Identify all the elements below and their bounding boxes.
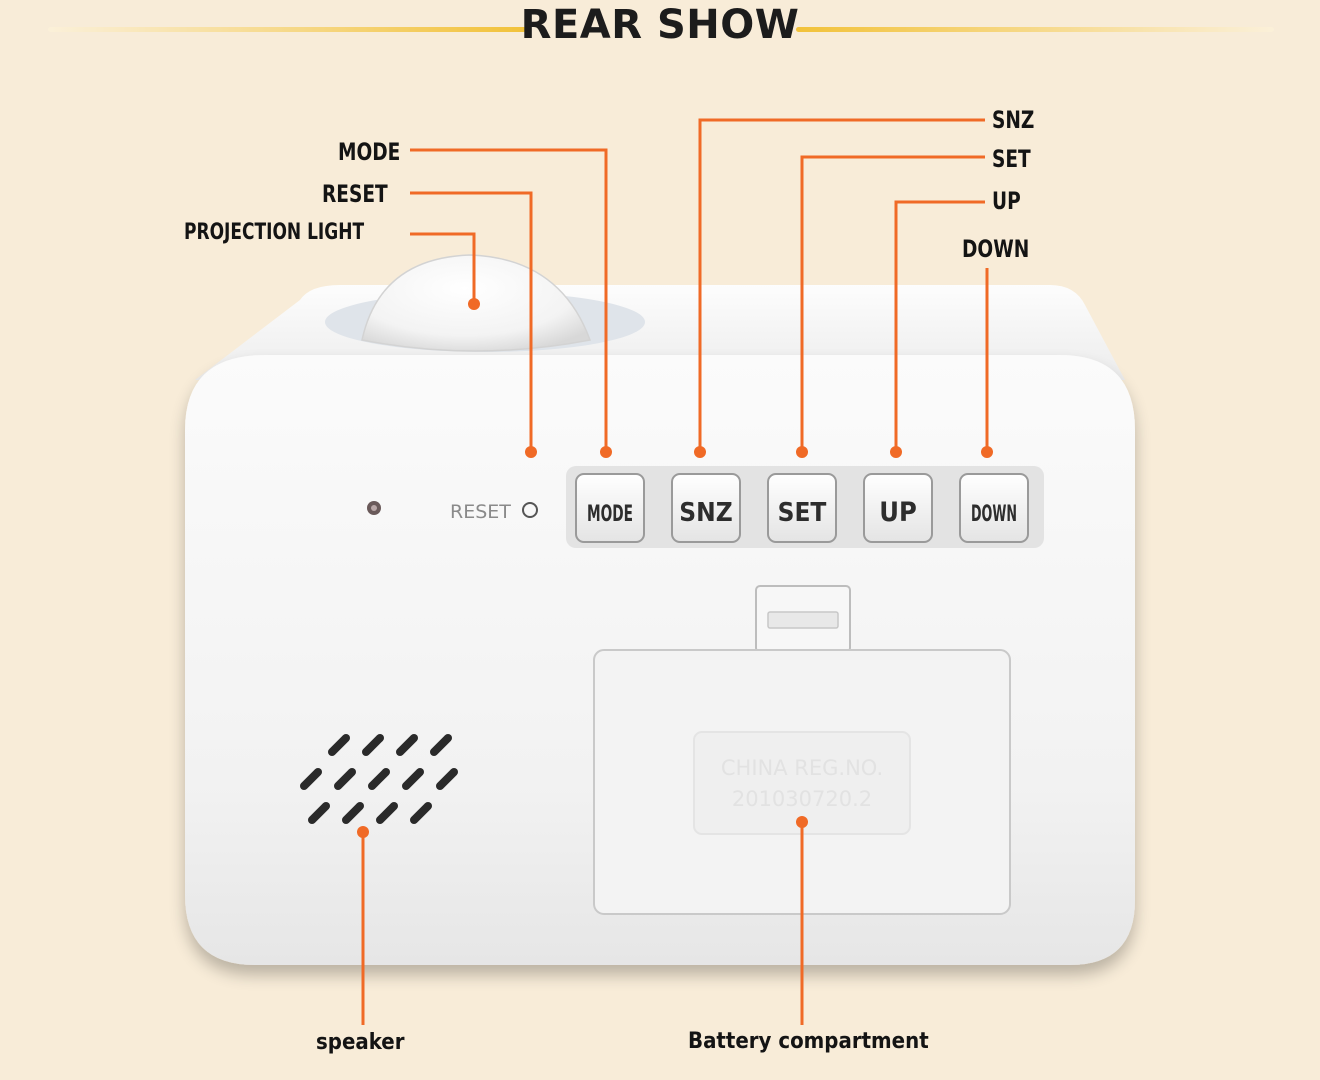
button-snz[interactable]: SNZ xyxy=(671,473,741,543)
svg-text:DOWN: DOWN xyxy=(971,502,1017,527)
speaker-grille xyxy=(300,734,458,824)
leader-lines xyxy=(361,118,989,1025)
label-down: DOWN xyxy=(962,235,1030,263)
title-rule-right xyxy=(796,27,1274,32)
emboss-line-2: 201030720.2 xyxy=(732,787,872,811)
svg-text:SNZ: SNZ xyxy=(679,498,732,528)
leader-up xyxy=(894,200,985,452)
emboss-line-1: CHINA REG.NO. xyxy=(721,756,883,780)
reset-pinhole[interactable] xyxy=(522,502,538,518)
leader-dots xyxy=(357,298,993,838)
diagram-title: REAR SHOW xyxy=(520,2,800,48)
button-down[interactable]: DOWN xyxy=(959,473,1029,543)
battery-latch[interactable] xyxy=(755,585,851,653)
label-snz: SNZ xyxy=(992,106,1035,134)
leader-set xyxy=(800,155,985,452)
leader-reset xyxy=(410,191,533,452)
reset-print: RESET xyxy=(450,501,511,523)
title-rule-left xyxy=(48,27,526,32)
label-mode: MODE xyxy=(338,138,401,166)
button-set[interactable]: SET xyxy=(767,473,837,543)
svg-text:SET: SET xyxy=(778,498,827,528)
leader-snz xyxy=(698,118,985,452)
leader-mode xyxy=(410,148,608,452)
button-mode[interactable]: MODE xyxy=(575,473,645,543)
label-reset: RESET xyxy=(322,180,388,208)
label-up: UP xyxy=(992,187,1021,215)
svg-text:MODE: MODE xyxy=(587,502,633,527)
label-battery: Battery compartment xyxy=(688,1029,929,1054)
button-up[interactable]: UP xyxy=(863,473,933,543)
label-set: SET xyxy=(992,145,1031,173)
label-speaker: speaker xyxy=(316,1030,405,1055)
svg-text:UP: UP xyxy=(879,497,917,528)
leader-projection-light xyxy=(410,232,476,304)
label-projection-light: PROJECTION LIGHT xyxy=(184,220,365,245)
